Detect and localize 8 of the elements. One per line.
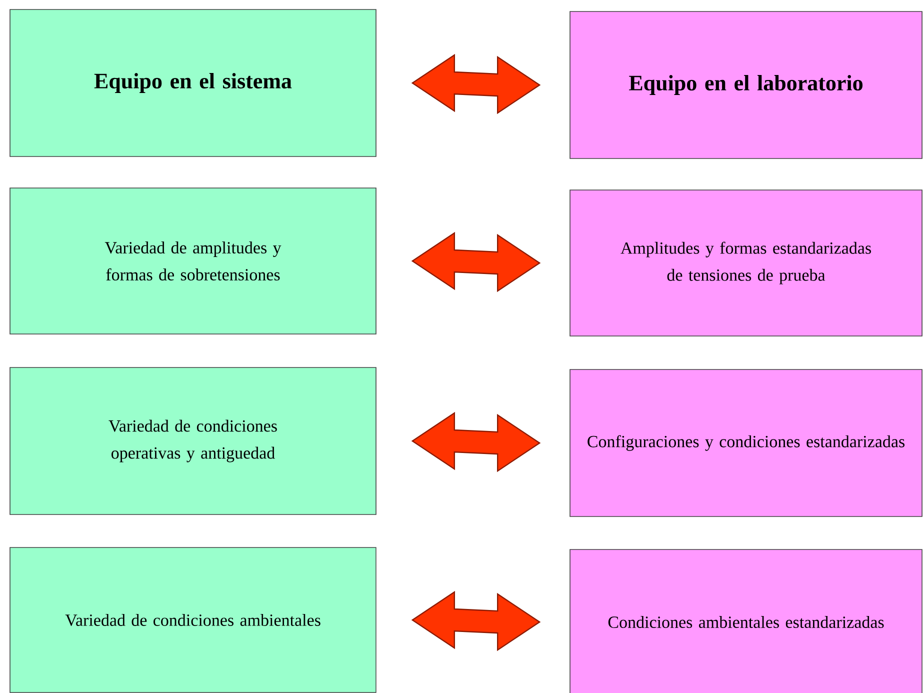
text-box: Variedad de condiciones operativas y antiguedad — [10, 367, 376, 515]
text-box: Variedad de amplitudes y formas de sobretensiones — [10, 188, 376, 334]
text-box: Condiciones ambientales estandarizadas — [570, 549, 922, 693]
text-box: Variedad de condiciones ambientales — [10, 547, 376, 693]
text-box: Amplitudes y formas estandarizadas de tensiones de prueba — [570, 190, 922, 336]
text-box: Configuraciones y condiciones estandarizadas — [570, 369, 922, 517]
heading-box: Equipo en el laboratorio — [570, 11, 922, 159]
heading-box: Equipo en el sistema — [10, 9, 376, 157]
